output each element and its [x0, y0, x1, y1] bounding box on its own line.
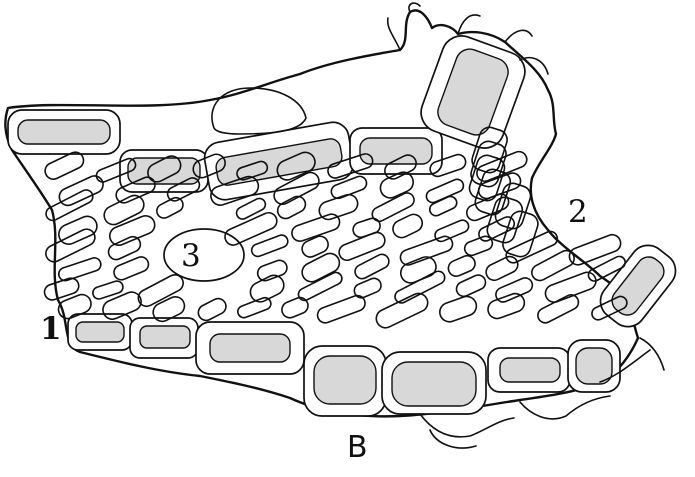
- parenchyma-cell: [290, 212, 342, 243]
- parenchyma-cell: [57, 256, 103, 282]
- parenchyma-cell: [196, 296, 229, 323]
- parenchyma-cell: [483, 254, 520, 283]
- cell-nucleus: [210, 334, 290, 362]
- label-3: 3: [181, 241, 201, 272]
- parenchyma-cell: [247, 272, 287, 305]
- parenchyma-cell: [437, 294, 479, 325]
- parenchyma-cell: [279, 295, 310, 320]
- parenchyma-cell: [300, 234, 331, 260]
- parenchyma-cell: [107, 213, 158, 248]
- parenchyma-cell: [373, 290, 431, 330]
- parenchyma-cell: [567, 232, 623, 267]
- parenchyma-cell: [454, 273, 488, 299]
- parenchyma-cell: [390, 211, 425, 240]
- cell-nucleus: [500, 358, 560, 382]
- parenchyma-cell: [250, 233, 290, 258]
- large-parenchyma-cell: [164, 229, 244, 281]
- cell-nucleus: [140, 326, 190, 348]
- parenchyma-cell: [256, 258, 290, 283]
- parenchyma-cell: [57, 173, 106, 208]
- cell-nucleus: [314, 356, 376, 404]
- parenchyma-cell: [234, 196, 267, 221]
- parenchyma-cell: [446, 253, 478, 278]
- parenchyma-cell: [424, 177, 465, 204]
- label-1: 1: [40, 314, 62, 345]
- parenchyma-cell: [463, 234, 495, 257]
- parenchyma-cell: [337, 230, 387, 263]
- parenchyma-cell: [535, 292, 581, 325]
- label-2: 2: [568, 197, 588, 228]
- open-cavity: [212, 88, 306, 134]
- parenchyma-cell: [275, 194, 308, 222]
- cell-nucleus: [392, 362, 476, 406]
- cell-nucleus: [76, 322, 124, 342]
- panel-label-b: B: [347, 433, 368, 463]
- parenchyma-cell: [154, 195, 185, 220]
- parenchyma-cell: [485, 291, 526, 321]
- cell-nucleus: [18, 120, 110, 144]
- parenchyma-cell: [494, 276, 535, 305]
- parenchyma-cell: [91, 279, 124, 300]
- parenchyma-cell: [101, 192, 147, 227]
